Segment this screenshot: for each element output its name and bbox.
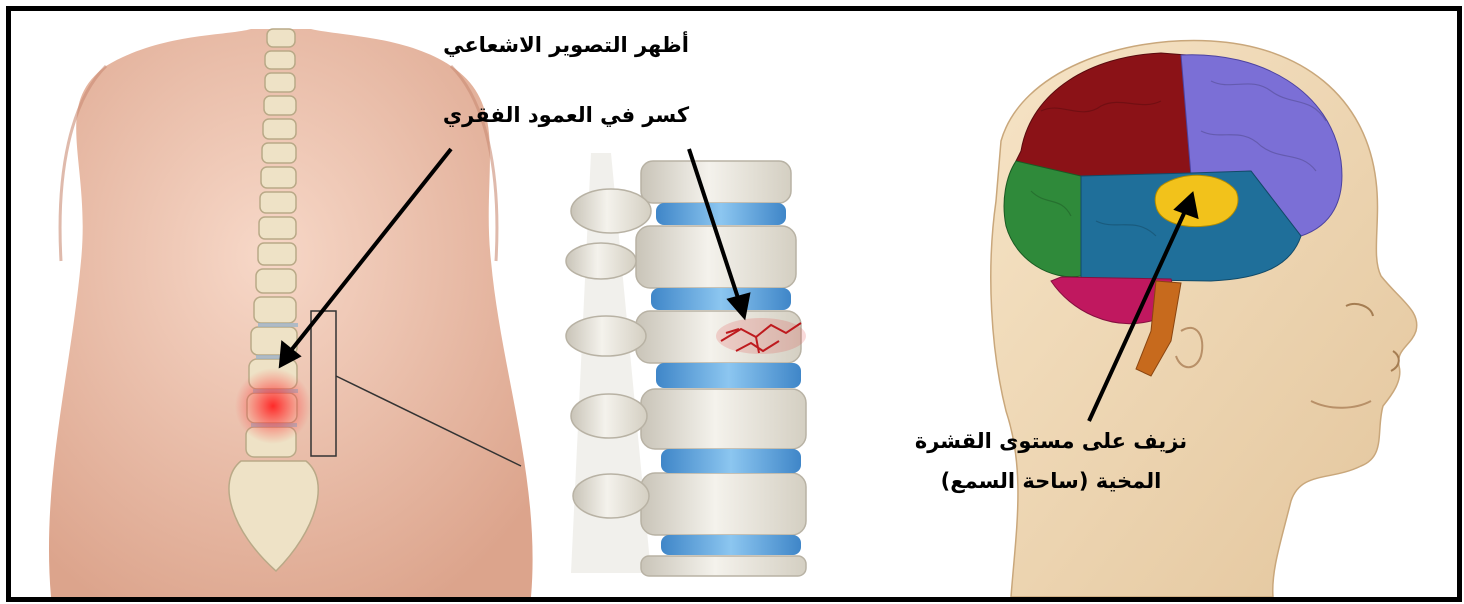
illustration-frame: أظهر التصوير الاشعاعي كسر في العمود الفق… bbox=[6, 6, 1462, 602]
head-illustration bbox=[991, 41, 1417, 597]
imaging-caption: أظهر التصوير الاشعاعي bbox=[406, 33, 726, 57]
hemorrhage-caption: نزيف على مستوى القشرة المخية (ساحة السمع… bbox=[871, 421, 1231, 501]
fracture-caption: كسر في العمود الفقري bbox=[416, 103, 716, 127]
hemorrhage-caption-line2: المخية (ساحة السمع) bbox=[871, 461, 1231, 501]
hemorrhage-caption-line1: نزيف على مستوى القشرة bbox=[871, 421, 1231, 461]
fracture-area bbox=[716, 318, 806, 354]
auditory-area bbox=[1155, 175, 1238, 226]
vertebrae-closeup bbox=[566, 153, 831, 576]
injury-highlight bbox=[235, 368, 311, 444]
frontal-lobe bbox=[1016, 53, 1191, 181]
medical-illustration bbox=[11, 11, 1457, 597]
